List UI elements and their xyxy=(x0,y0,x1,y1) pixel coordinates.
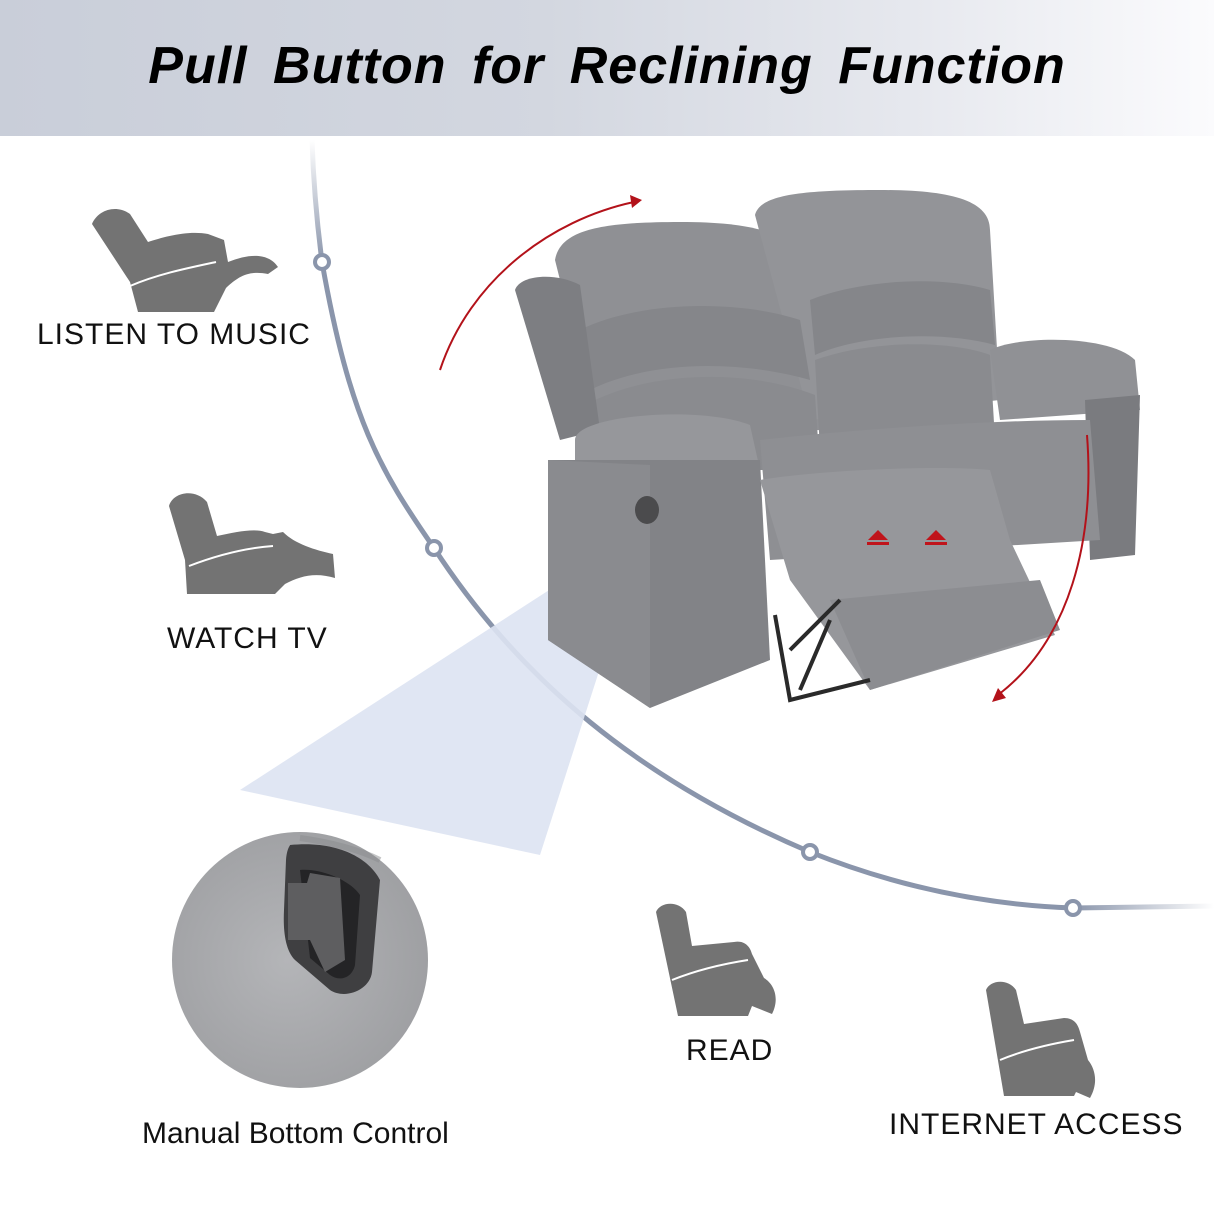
banner-title: Pull Button for Reclining Function xyxy=(148,37,1066,95)
title-banner: Pull Button for Reclining Function xyxy=(0,0,1214,136)
timeline-node xyxy=(801,843,819,861)
timeline-node xyxy=(313,253,331,271)
recliner-partial-recline-icon xyxy=(169,493,335,594)
mode-label-internet-access: INTERNET ACCESS xyxy=(889,1108,1184,1141)
timeline-node xyxy=(425,539,443,557)
backrest-recline-arrow xyxy=(439,201,635,371)
footrest-extend-arrow xyxy=(997,434,1090,696)
arrow-head-icon xyxy=(992,688,1006,702)
arrow-head-icon xyxy=(630,195,642,208)
up-arrow-icon xyxy=(868,530,888,540)
recliner-upright-icon xyxy=(986,981,1096,1098)
recliner-full-recline-icon xyxy=(92,209,278,312)
mode-label-watch-tv: WATCH TV xyxy=(167,622,328,655)
mode-label-read: READ xyxy=(686,1034,774,1067)
mode-label-listen-to-music: LISTEN TO MUSIC xyxy=(37,318,311,351)
manual-control-caption: Manual Bottom Control xyxy=(142,1117,449,1150)
up-arrow-icon xyxy=(926,530,946,540)
recliner-footrest-up-icon xyxy=(656,903,776,1016)
timeline-node xyxy=(1064,899,1082,917)
pull-handle-icon xyxy=(635,496,659,524)
